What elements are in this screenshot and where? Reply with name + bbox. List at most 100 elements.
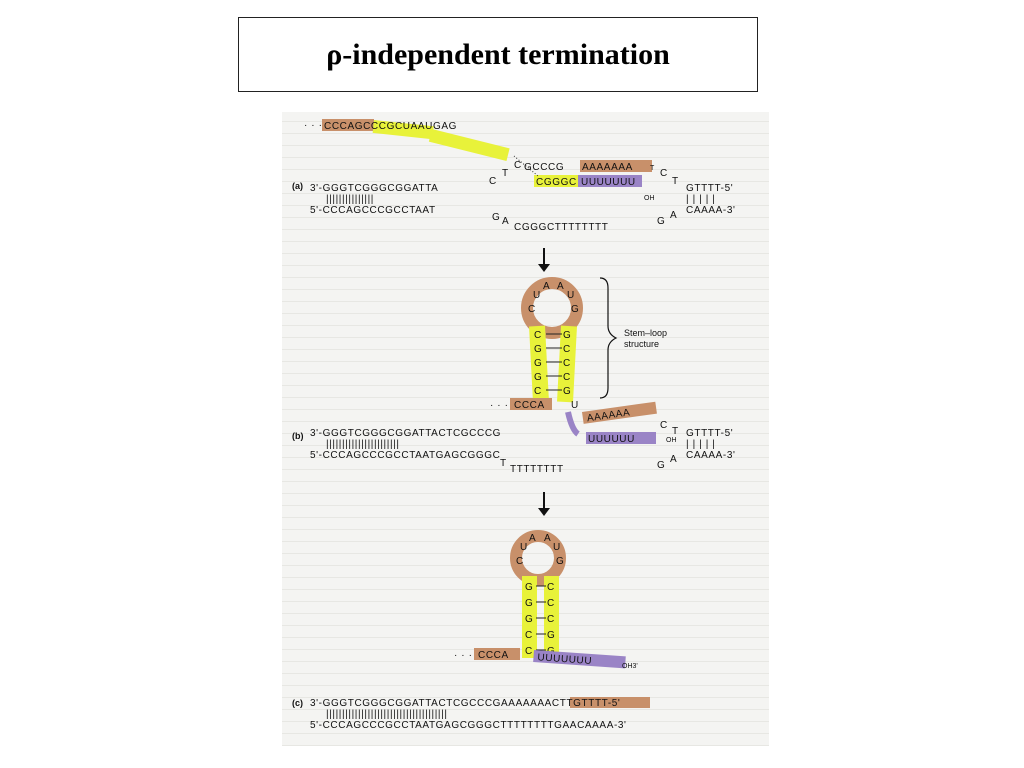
panel-c-coding: 5'-CCCAGCCCGCCTAATGAGCGGGCTTTTTTTTGAACAA… [310,720,627,731]
panel-c-label: (c) [292,698,303,708]
panel-b-template-right: GTTTT-5' [686,428,733,439]
panel-b-u-run-box [586,432,656,444]
panel-c-stem-right [544,576,559,658]
panel-a-label: (a) [292,181,303,191]
hairpin-stem-left [529,325,549,403]
svg-text:C: C [534,330,541,341]
panel-c-hairpin-loop [510,530,566,586]
panel-b-coding-left: 5'-CCCAGCCCGCCTAATGAGCGGGC [310,450,500,461]
panel-b-label: (b) [292,431,304,441]
template-strand-left: 3'-GGGTCGGGCGGATTA [310,183,438,194]
panel-b-oh: OH [666,437,677,444]
svg-text:· · ·: · · · [304,120,323,131]
svg-text:U: U [553,542,560,553]
coding-strand-right: CAAAA-3' [686,205,736,216]
rna-hybrid-box [534,175,578,187]
panel-b-ccca-box [510,398,552,410]
template-strand-right: GTTTT-5' [686,183,733,194]
svg-text:T: T [500,458,506,469]
svg-text:C: C [489,176,496,187]
rna-a-run-box [580,160,652,172]
panel-c-stem-left [522,576,537,658]
termination-diagram: (a) · · · CCCAGCCCGCUAAUGAG C T C GCCCG … [282,112,769,746]
panel-b: (b) C U A A U G C G G G C G C C C G Stem… [292,277,736,475]
slide-title-box: ρ-independent termination [238,17,758,92]
panel-c: (c) C U A A U G G G G C C C C C G G · · … [292,530,650,731]
svg-text:G: G [534,358,542,369]
svg-text:T: T [502,168,508,179]
rna-hybrid: CGGGC [536,177,577,188]
svg-text:C: C [563,344,570,355]
svg-text:A: A [557,281,564,292]
svg-text:G: G [547,630,555,641]
rna-tail-box [428,129,510,161]
svg-text:G: G [525,582,533,593]
svg-text:U: U [571,400,578,411]
panel-c-oh3: OH3' [622,663,638,670]
svg-text:C: C [516,556,523,567]
panel-b-u-run: UUUUUU [588,434,635,445]
svg-text:C: C [563,358,570,369]
panel-b-template-left: 3'-GGGTCGGGCGGATTACTCGCCCG [310,428,501,439]
rna-u-run: UUUUUUU [581,177,636,188]
svg-text:C: C [528,304,535,315]
svg-text:A: A [670,210,677,221]
svg-text:G: G [534,372,542,383]
stem-loop-brace [599,277,618,399]
svg-text:C: C [660,168,667,179]
panel-c-a-run-box [570,697,650,708]
panel-c-u-run: UUUUUUU [537,652,592,667]
arrow-down-2 [538,492,550,516]
stem-loop-label-2: structure [624,339,659,349]
svg-text:C: C [547,598,554,609]
rna-gc-box [372,119,434,140]
svg-text:G: G [534,344,542,355]
hairpin-loop [521,277,583,339]
svg-text:C: C [534,386,541,397]
svg-text:A: A [670,454,677,465]
svg-text:|||||||||||||||||||||||: ||||||||||||||||||||||| [326,439,400,450]
rna-u-run-box [578,175,642,187]
panel-b-ccca: CCCA [514,400,545,411]
stem-loop-label-1: Stem–loop [624,328,667,338]
svg-text:C: C [547,582,554,593]
rna-tail-seq: CCCAGCCCGCUAAUGAG [324,121,457,132]
svg-text:| | | | |: | | | | | [686,194,716,205]
svg-text:G: G [492,212,500,223]
svg-text:A: A [544,533,551,544]
svg-text:G: G [563,330,571,341]
svg-text:A: A [529,533,536,544]
coding-strand-left: 5'-CCCAGCCCGCCTAAT [310,205,436,216]
slide-title: ρ-independent termination [326,37,670,71]
svg-text:G: G [525,614,533,625]
svg-text:G: G [556,556,564,567]
svg-text:· · · ·: · · · · [454,650,480,661]
svg-text:A: A [502,216,509,227]
svg-text:G: G [657,460,665,471]
rna-hairpin-top: GCCCG [524,162,564,173]
svg-text:G: G [657,216,665,227]
svg-text:G: G [571,304,579,315]
panel-b-a-run-box [581,401,657,424]
svg-text:| | | | |: | | | | | [686,439,716,450]
coding-strand-middle: CGGGCTTTTTTTT [514,222,608,233]
svg-text:C: C [514,160,521,171]
svg-text:C: C [547,614,554,625]
panel-a: (a) · · · CCCAGCCCGCUAAUGAG C T C GCCCG … [292,119,736,233]
svg-text:G: G [563,386,571,397]
svg-text:G: G [525,598,533,609]
svg-text:T: T [650,165,655,172]
panel-c-ccca-box [474,648,520,660]
panel-b-coding-right: CAAAA-3' [686,450,736,461]
svg-text:|||||||||||||||: ||||||||||||||| [326,194,374,205]
svg-text:C: C [563,372,570,383]
svg-text:U: U [520,542,527,553]
svg-text:C: C [525,630,532,641]
rna-ccca-box [322,119,374,131]
svg-text:||||||||||||||||||||||||||||||: |||||||||||||||||||||||||||||||||||||| [326,709,448,720]
svg-text:· · · ·: · · · · [490,400,516,411]
svg-text:C: C [660,420,667,431]
hairpin-stem-right [557,325,577,403]
svg-text:C: C [525,646,532,657]
svg-text:T: T [672,176,678,187]
